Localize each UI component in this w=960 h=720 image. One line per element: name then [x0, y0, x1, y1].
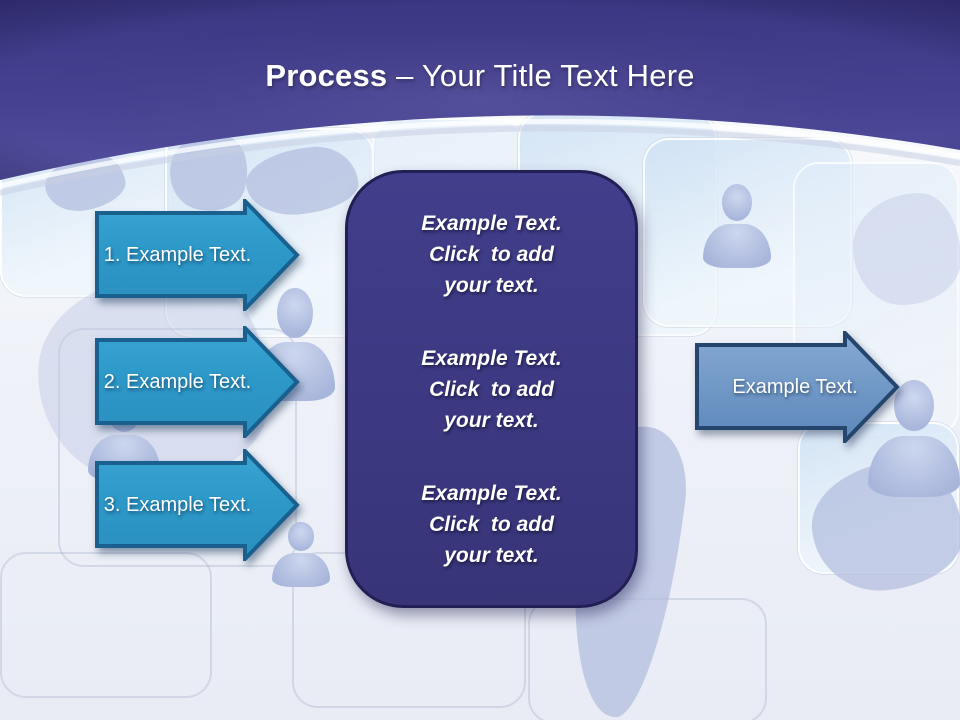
text-block-1: Example Text. Click to add your text. — [348, 208, 635, 301]
process-step-arrow-2[interactable]: 2. Example Text. — [95, 326, 300, 438]
text-line: Click to add — [429, 512, 554, 536]
center-text-box[interactable]: Example Text. Click to add your text. Ex… — [345, 170, 638, 608]
text-line: Click to add — [429, 242, 554, 266]
text-line: your text. — [444, 408, 539, 432]
slide-title-subtitle: – Your Title Text Here — [387, 58, 695, 93]
person-silhouette — [868, 380, 960, 502]
slide-title: Process – Your Title Text Here — [0, 58, 960, 94]
text-line: your text. — [444, 273, 539, 297]
slide-title-keyword: Process — [265, 58, 388, 93]
person-silhouette — [272, 522, 330, 590]
right-arrow-shape-icon — [95, 199, 300, 311]
text-block-2: Example Text. Click to add your text. — [348, 343, 635, 436]
background-tile — [58, 328, 297, 567]
world-map-silhouette — [853, 193, 960, 305]
text-line: Example Text. — [421, 211, 562, 235]
right-arrow-shape-icon — [95, 449, 300, 561]
background-tile — [0, 552, 212, 698]
output-arrow[interactable]: Example Text. — [695, 331, 900, 443]
process-step-arrow-3[interactable]: 3. Example Text. — [95, 449, 300, 561]
right-arrow-shape-icon — [695, 331, 900, 443]
text-line: Example Text. — [421, 346, 562, 370]
right-arrow-shape-icon — [95, 326, 300, 438]
text-line: Click to add — [429, 377, 554, 401]
text-line: your text. — [444, 543, 539, 567]
text-block-3: Example Text. Click to add your text. — [348, 478, 635, 571]
text-line: Example Text. — [421, 481, 562, 505]
person-silhouette — [703, 184, 771, 272]
process-step-arrow-1[interactable]: 1. Example Text. — [95, 199, 300, 311]
